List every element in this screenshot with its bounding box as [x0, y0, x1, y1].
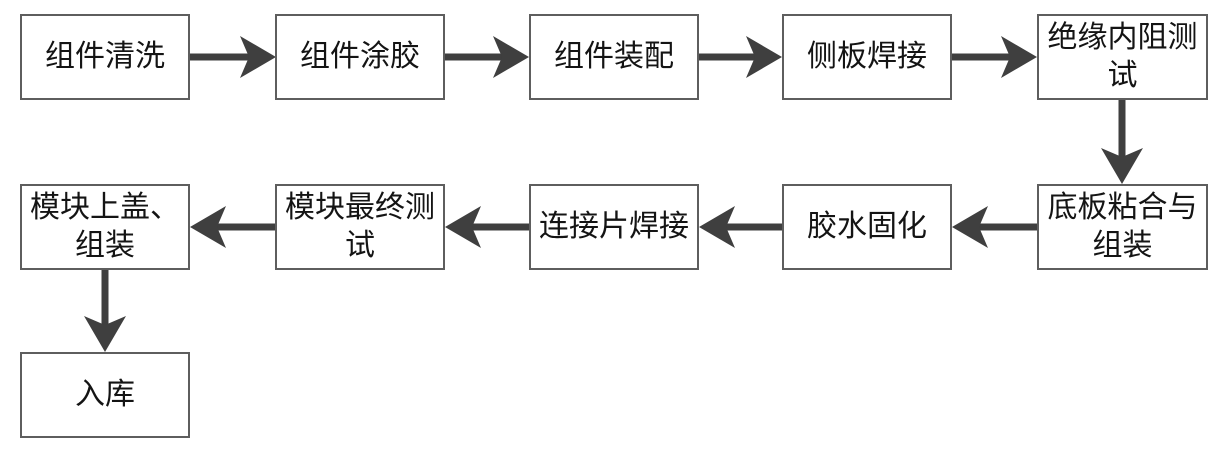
node-module-top-cover-assembly: 模块上盖、组装 [20, 184, 190, 270]
node-label: 绝缘内阻测试 [1047, 20, 1198, 93]
arrow-cleaning-to-gluing [190, 36, 276, 78]
arrow-final-test-to-top-cover [190, 206, 275, 248]
node-insulation-resistance-test: 绝缘内阻测试 [1037, 14, 1208, 100]
arrow-assembly-to-side-plate-welding [699, 36, 782, 78]
node-side-plate-welding: 侧板焊接 [782, 14, 952, 100]
node-bottom-plate-bonding-assembly: 底板粘合与组装 [1037, 184, 1208, 270]
node-label: 模块上盖、组装 [30, 190, 180, 263]
node-label: 胶水固化 [807, 209, 927, 244]
node-glue-curing: 胶水固化 [782, 184, 952, 270]
arrow-insulation-test-to-bottom-plate [1101, 100, 1143, 184]
node-label: 模块最终测试 [285, 190, 435, 263]
node-component-assembly: 组件装配 [529, 14, 699, 100]
arrow-top-cover-to-warehousing [84, 270, 126, 352]
node-label: 连接片焊接 [539, 209, 689, 244]
arrow-gluing-to-assembly [445, 36, 529, 78]
node-label: 组件清洗 [45, 39, 165, 74]
node-warehousing: 入库 [20, 352, 190, 438]
arrow-bottom-plate-to-glue-curing [952, 206, 1037, 248]
arrow-side-plate-welding-to-insulation-test [952, 36, 1037, 78]
node-connecting-tab-welding: 连接片焊接 [529, 184, 699, 270]
node-label: 组件涂胶 [300, 39, 420, 74]
node-component-gluing: 组件涂胶 [275, 14, 445, 100]
arrow-tab-welding-to-final-test [445, 206, 529, 248]
node-label: 组件装配 [554, 39, 674, 74]
node-label: 底板粘合与组装 [1047, 190, 1198, 263]
node-module-final-test: 模块最终测试 [275, 184, 445, 270]
node-label: 侧板焊接 [807, 39, 927, 74]
node-label: 入库 [75, 377, 135, 412]
node-component-cleaning: 组件清洗 [20, 14, 190, 100]
arrow-glue-curing-to-tab-welding [699, 206, 782, 248]
